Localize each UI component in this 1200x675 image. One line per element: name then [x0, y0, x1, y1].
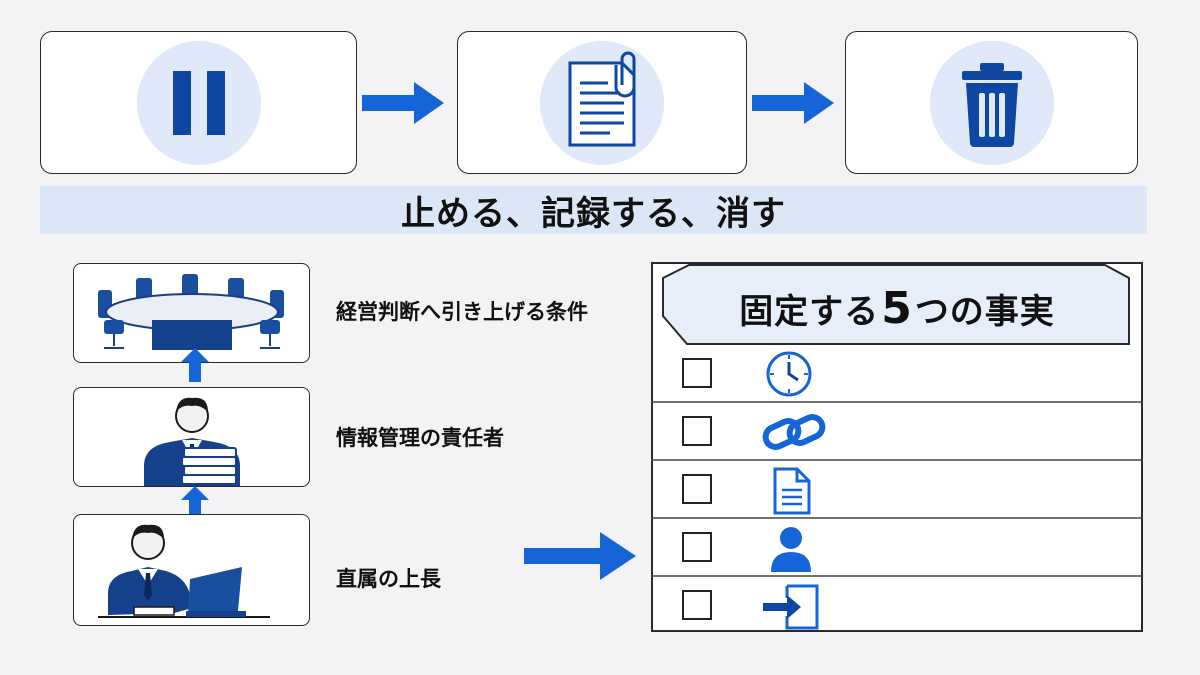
step-stop-box — [40, 31, 357, 174]
fact-row-time — [651, 344, 1143, 402]
flow-arrow-1 — [362, 82, 444, 124]
escalation-level-executive — [73, 263, 310, 363]
employee-at-laptop-icon — [98, 524, 270, 618]
escalation-label-info-manager: 情報管理の責任者 — [336, 426, 504, 450]
facts-panel-frame — [651, 262, 1143, 632]
facts-title-number: 5 — [881, 282, 913, 334]
fact-checkbox[interactable] — [682, 474, 712, 504]
clock-icon — [766, 351, 812, 397]
trash-icon — [961, 62, 1022, 147]
fact-checkbox[interactable] — [682, 590, 712, 620]
summary-banner-text: 止める、記録する、消す — [401, 193, 786, 234]
document-clip-icon — [568, 51, 636, 146]
pause-icon — [172, 70, 225, 135]
fact-checkbox[interactable] — [682, 358, 712, 388]
login-icon — [763, 584, 819, 630]
step-record-box — [457, 31, 747, 174]
boardroom-icon — [98, 274, 284, 350]
fact-row-access — [651, 576, 1143, 634]
fact-row-link — [651, 402, 1143, 460]
facts-title-suffix: つの事実 — [914, 291, 1055, 332]
step-delete-box — [845, 31, 1138, 174]
up-arrow-2 — [181, 486, 209, 518]
summary-banner: 止める、記録する、消す — [40, 186, 1147, 234]
up-arrow-1 — [181, 348, 209, 382]
fact-checkbox[interactable] — [682, 416, 712, 446]
manager-with-documents-icon — [144, 397, 240, 486]
escalation-label-executive: 経営判断へ引き上げる条件 — [336, 300, 588, 324]
to-facts-arrow — [524, 532, 636, 580]
facts-title-prefix: 固定する — [739, 291, 880, 332]
fact-row-document — [651, 460, 1143, 518]
fact-checkbox[interactable] — [682, 532, 712, 562]
step-record-circle — [540, 40, 664, 165]
flow-arrow-2 — [752, 82, 834, 124]
step-delete-circle — [929, 40, 1054, 165]
link-icon — [762, 414, 826, 450]
fact-row-person — [651, 518, 1143, 576]
escalation-label-direct-supervisor: 直属の上長 — [336, 567, 441, 591]
person-icon — [771, 527, 811, 572]
document-icon — [773, 467, 811, 515]
step-stop-circle — [136, 40, 261, 165]
escalation-level-direct-supervisor — [73, 514, 310, 626]
escalation-level-info-manager — [73, 387, 310, 487]
